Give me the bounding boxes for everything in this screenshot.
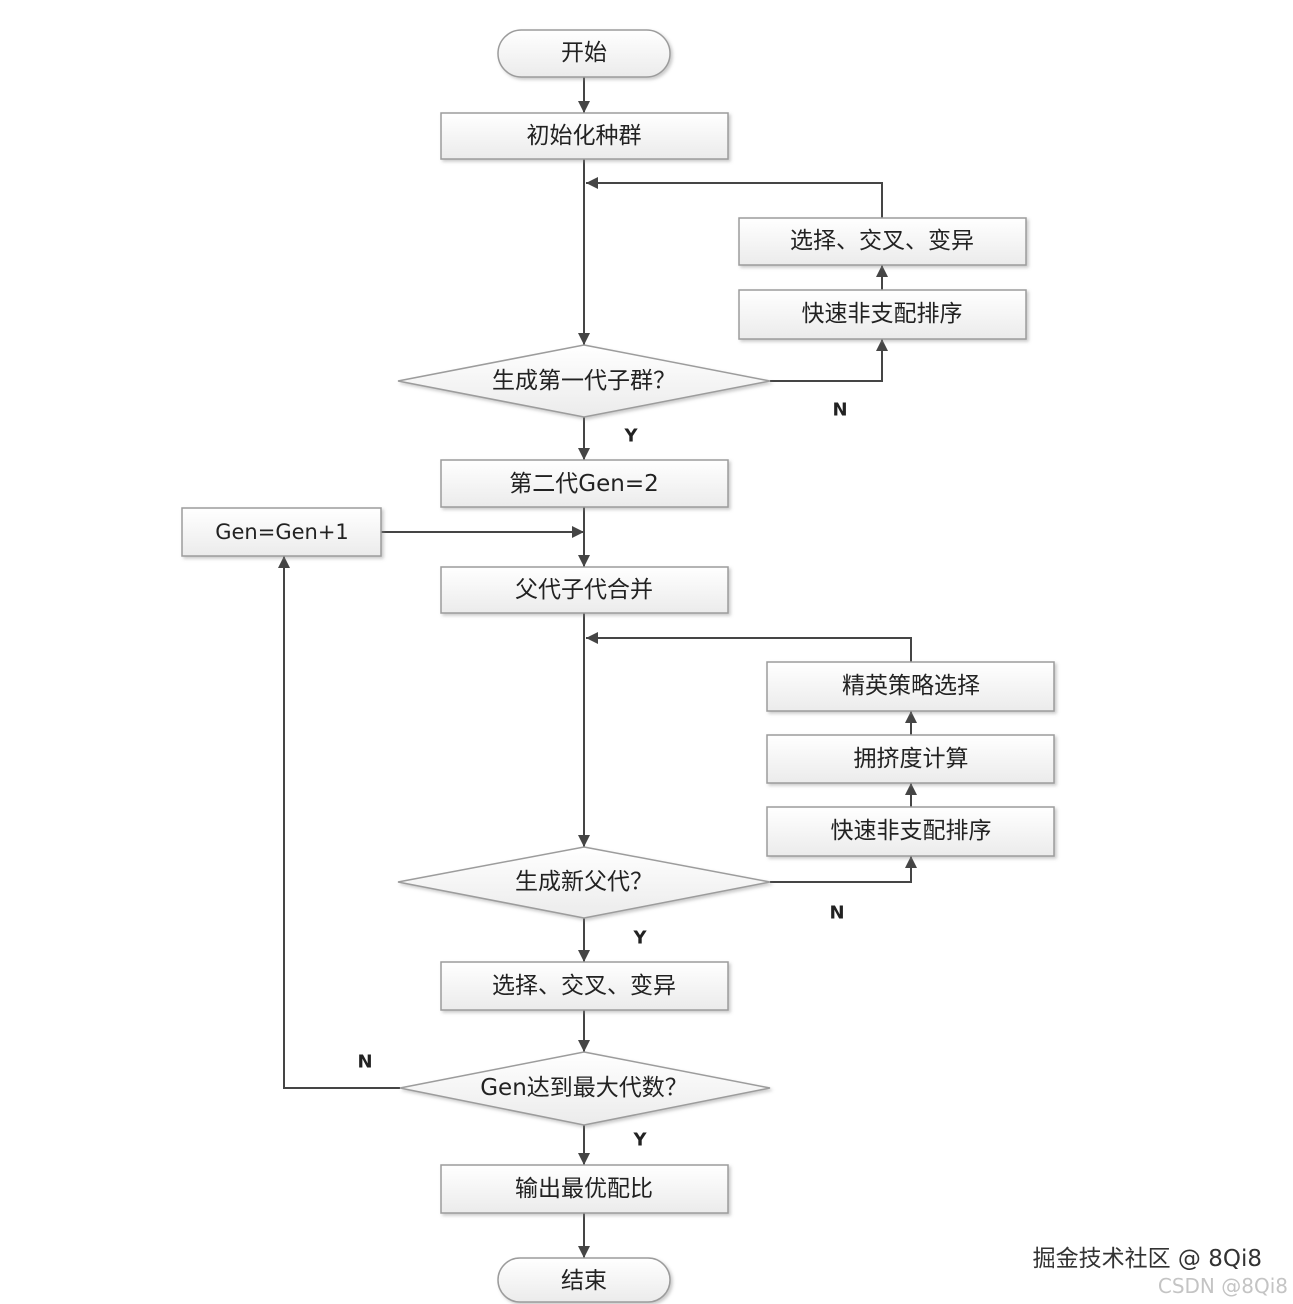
decision-max-gen: Gen达到最大代数？ — [399, 1051, 771, 1126]
connector-new-parent-no — [770, 856, 917, 883]
node-init-population: 初始化种群 — [440, 112, 729, 160]
node-label: 第二代Gen=2 — [509, 471, 658, 497]
node-label: 输出最优配比 — [515, 1176, 653, 1202]
edge-label-yes: Y — [623, 426, 638, 447]
decision-new-parent: 生成新父代？ — [397, 846, 771, 919]
watermark-csdn: CSDN @8Qi8 — [1158, 1274, 1288, 1298]
node-label: 快速非支配排序 — [831, 818, 992, 844]
node-second-generation: 第二代Gen=2 — [440, 459, 729, 508]
node-loop1-sort: 快速非支配排序 — [738, 289, 1027, 340]
node-label: 选择、交叉、变异 — [492, 973, 676, 999]
node-label: 精英策略选择 — [842, 673, 980, 699]
node-loop1-select: 选择、交叉、变异 — [738, 217, 1027, 266]
connector-loop2-return — [586, 632, 912, 662]
node-label: 父代子代合并 — [515, 577, 653, 603]
edge-label-no: N — [832, 400, 847, 421]
decision-first-offspring: 生成第一代子群？ — [397, 344, 771, 418]
decision-label: Gen达到最大代数？ — [480, 1075, 688, 1101]
node-label: Gen=Gen+1 — [215, 520, 349, 544]
node-label: 结束 — [561, 1268, 607, 1294]
node-output: 输出最优配比 — [440, 1164, 729, 1214]
decision-label: 生成第一代子群？ — [492, 368, 676, 394]
node-label: 快速非支配排序 — [802, 301, 963, 327]
connector-max-gen-no — [278, 556, 400, 1089]
edge-label-no: N — [829, 903, 844, 924]
node-start: 开始 — [497, 29, 671, 78]
node-label: 选择、交叉、变异 — [790, 228, 974, 254]
node-loop2-elite: 精英策略选择 — [766, 661, 1055, 712]
connector-loop1-return — [586, 177, 883, 218]
node-label: 开始 — [561, 40, 607, 66]
watermark-juejin: 掘金技术社区 @ 8Qi8 — [1033, 1246, 1262, 1272]
node-label: 初始化种群 — [527, 123, 642, 149]
connector-first-decision-no — [770, 339, 888, 382]
node-merge: 父代子代合并 — [440, 566, 729, 614]
decision-label: 生成新父代？ — [515, 869, 653, 895]
node-loop2-crowding: 拥挤度计算 — [766, 734, 1055, 784]
edge-label-yes: Y — [632, 928, 647, 949]
node-label: 拥挤度计算 — [854, 746, 969, 772]
edge-label-yes: Y — [632, 1130, 647, 1151]
node-gen-increment: Gen=Gen+1 — [181, 507, 382, 557]
node-end: 结束 — [497, 1257, 671, 1303]
node-select-cross-mutate: 选择、交叉、变异 — [440, 961, 729, 1011]
edge-label-no: N — [357, 1052, 372, 1073]
node-loop2-sort: 快速非支配排序 — [766, 806, 1055, 857]
